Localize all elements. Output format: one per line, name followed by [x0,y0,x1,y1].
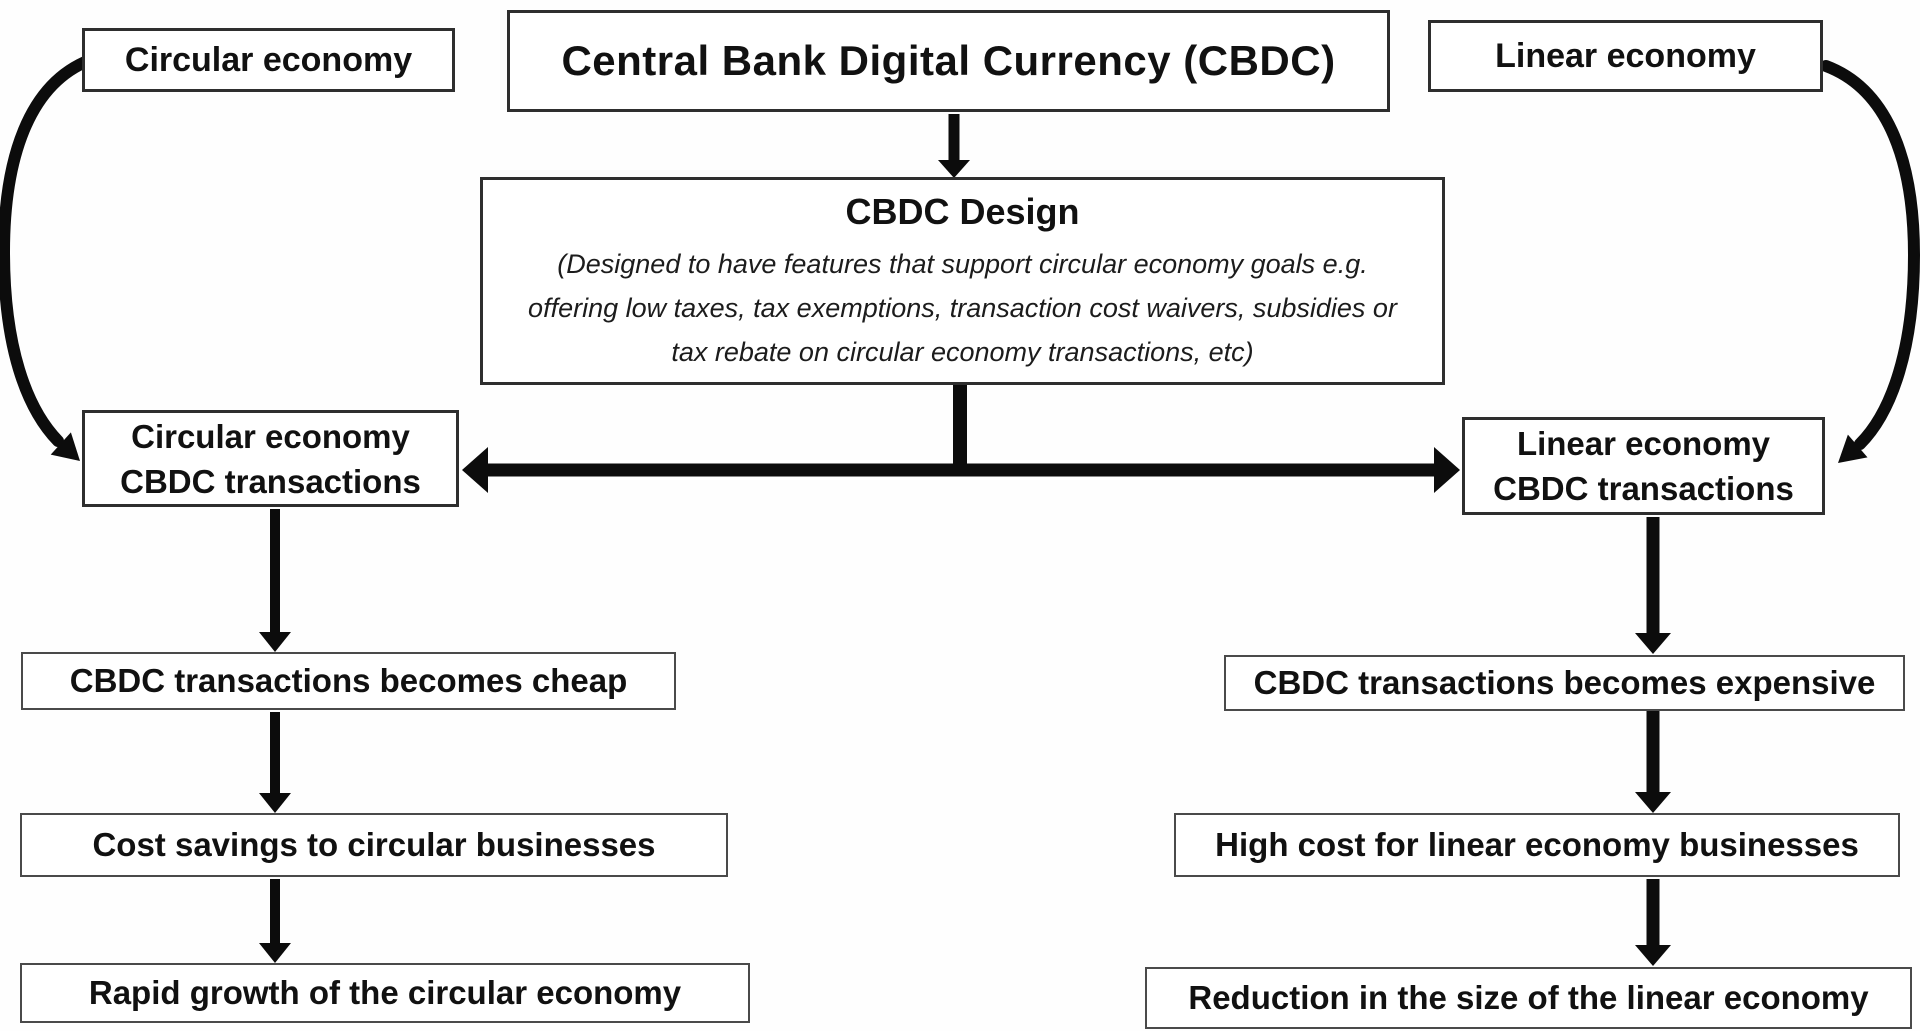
circular-transactions-line-2: CBDC transactions [120,462,421,500]
node-cbdc-design: CBDC Design (Designed to have features t… [480,177,1445,385]
node-high-cost: High cost for linear economy businesses [1174,813,1900,877]
node-transactions-expensive: CBDC transactions becomes expensive [1224,655,1905,711]
linear-transactions-line-2: CBDC transactions [1493,470,1794,507]
arrow-highcost-to-reduction [1635,879,1671,966]
cbdc-design-note-line-2: offering low taxes, tax exemptions, tran… [528,292,1397,323]
node-circular-cbdc-transactions: Circular economy CBDC transactions [82,410,459,507]
node-reduction: Reduction in the size of the linear econ… [1145,967,1912,1029]
node-transactions-cheap: CBDC transactions becomes cheap [21,652,676,710]
node-linear-economy: Linear economy [1428,20,1823,92]
node-linear-cbdc-transactions: Linear economy CBDC transactions [1462,417,1825,515]
cbdc-design-note-line-3: tax rebate on circular economy transacti… [671,336,1254,367]
arrow-junction-horizontal [462,447,1460,493]
arrow-cheap-to-savings [259,712,291,813]
arrow-circ-trans-to-cheap [259,509,291,652]
node-circular-economy: Circular economy [82,28,455,92]
node-cbdc-title: Central Bank Digital Currency (CBDC) [507,10,1390,112]
circular-transactions-line-1: Circular economy [131,417,410,455]
arrow-title-to-design [938,114,970,178]
arrow-savings-to-growth [259,879,291,963]
cbdc-design-title: CBDC Design [845,190,1080,232]
arrow-curve-linear [1820,60,1920,463]
node-rapid-growth: Rapid growth of the circular economy [20,963,750,1023]
arrow-linear-trans-to-expensive [1635,517,1671,654]
linear-transactions-line-1: Linear economy [1516,425,1771,462]
arrow-expensive-to-highcost [1635,711,1671,813]
arrow-curve-circular [0,54,96,461]
cbdc-design-note-line-1: (Designed to have features that support … [557,248,1368,279]
node-cost-savings: Cost savings to circular businesses [20,813,728,877]
